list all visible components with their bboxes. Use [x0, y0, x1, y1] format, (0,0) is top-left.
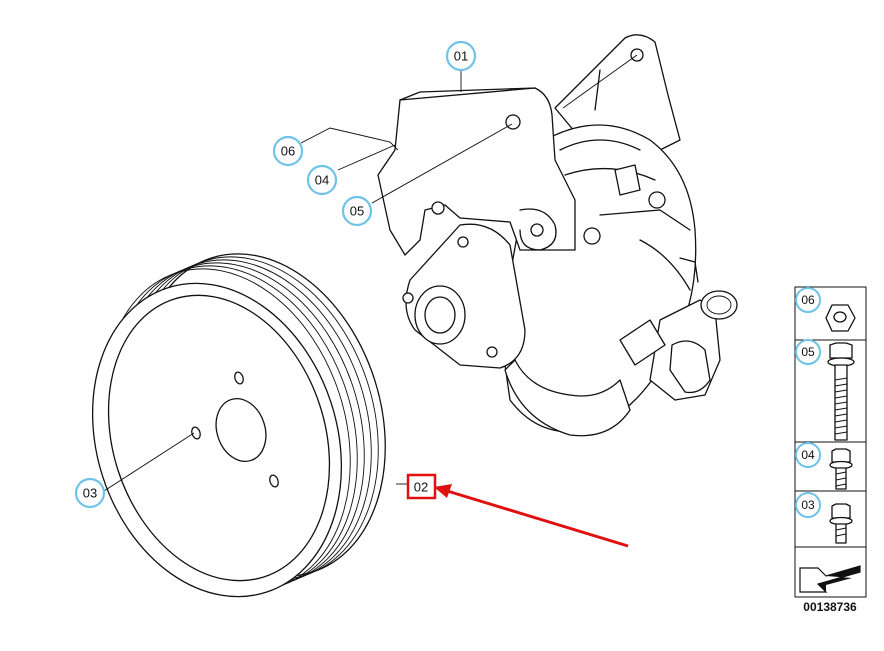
legend-label-04: 04: [801, 448, 815, 462]
callout-05: 05: [341, 195, 373, 227]
legend-item-03: 03: [795, 492, 853, 544]
short-bolt-icon: [829, 503, 853, 544]
short-bolt-icon: [829, 448, 853, 490]
legend-label-05: 05: [801, 345, 815, 359]
callout-04: 04: [306, 164, 338, 196]
power-steering-pump-drawing: [377, 34, 738, 437]
legend-label-06: 06: [801, 293, 815, 307]
callout-06-label: 06: [281, 144, 295, 159]
direction-arrow-icon: [799, 565, 861, 593]
legend-item-05: 05: [795, 339, 855, 441]
callout-04-label: 04: [315, 173, 329, 188]
part-number: 00138736: [803, 600, 857, 614]
callout-03-label: 03: [83, 486, 97, 501]
leader-lines: [103, 54, 638, 492]
legend-label-03: 03: [801, 498, 815, 512]
callout-06: 06: [272, 135, 304, 167]
callout-02[interactable]: 02: [406, 473, 437, 500]
long-bolt-icon: [827, 342, 855, 441]
highlight-arrow: [434, 484, 629, 548]
legend-panel: 06 05 04: [794, 286, 867, 598]
legend-item-06: 06: [795, 287, 856, 332]
pulley-drawing: [91, 253, 386, 598]
legend-item-04: 04: [795, 442, 853, 490]
callout-03: 03: [74, 477, 106, 509]
flange-nut-icon: [825, 304, 856, 332]
callout-05-label: 05: [350, 204, 364, 219]
callout-02-label: 02: [414, 480, 428, 495]
callout-01: 01: [445, 40, 477, 72]
callout-01-label: 01: [454, 49, 468, 64]
